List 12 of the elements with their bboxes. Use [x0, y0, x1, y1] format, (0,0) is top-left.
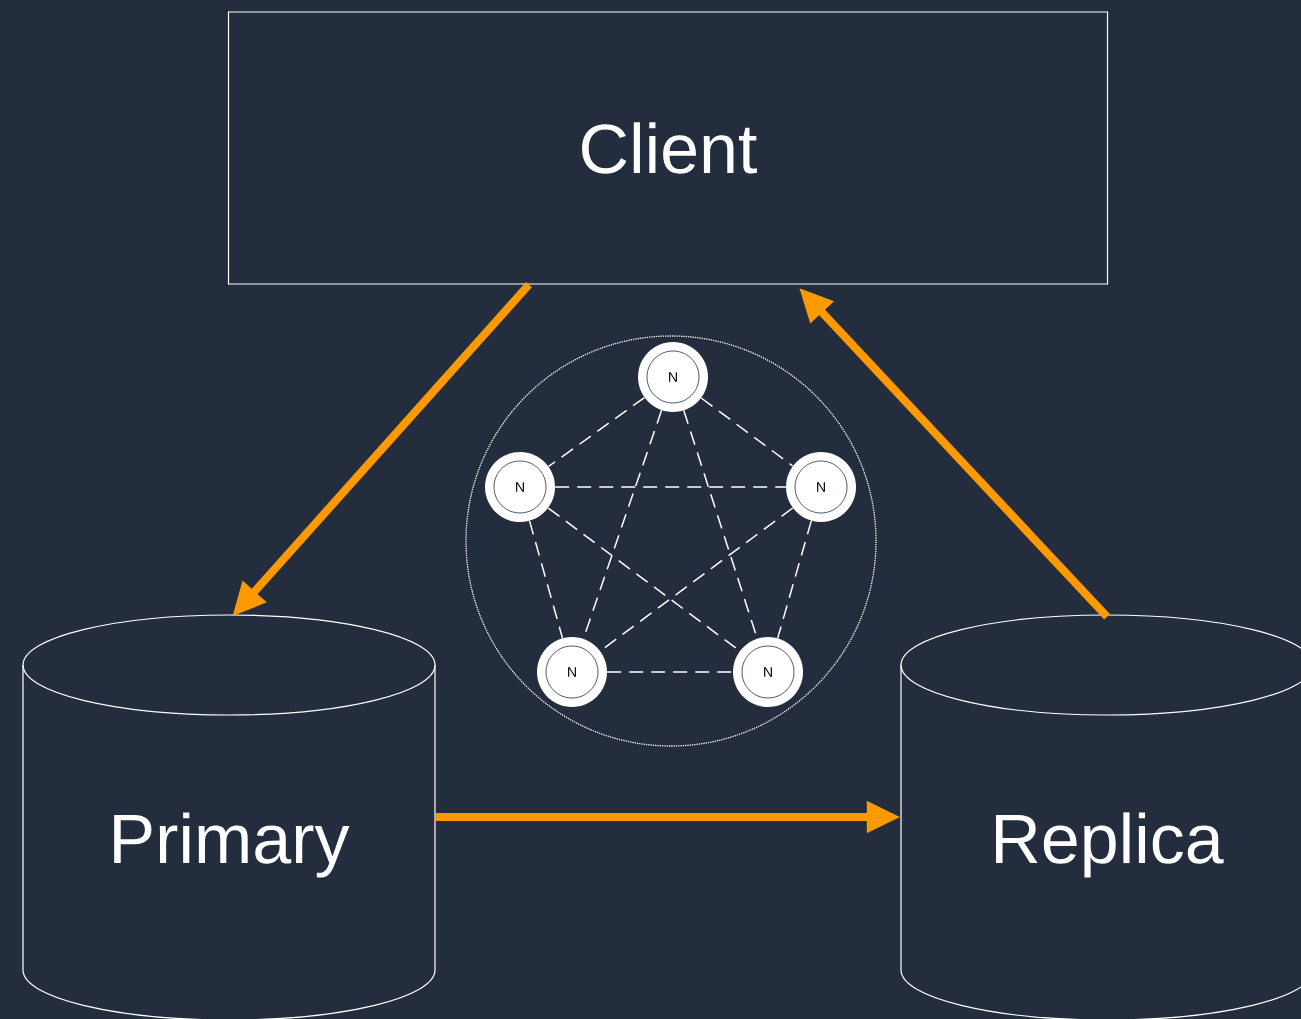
node-label: Primary [114, 812, 350, 878]
node-label: Replica [996, 812, 1224, 878]
database-cylinder: Primary [22, 614, 436, 1019]
cluster-circle [465, 335, 877, 747]
connector-line [700, 397, 794, 467]
connector-line [554, 486, 787, 488]
client-box: Client [227, 11, 1109, 285]
connector-line [606, 671, 734, 673]
connector-line [776, 520, 813, 639]
connector-line [528, 520, 564, 639]
database-cylinder: Replica [900, 614, 1301, 1019]
connector-line [547, 396, 646, 468]
